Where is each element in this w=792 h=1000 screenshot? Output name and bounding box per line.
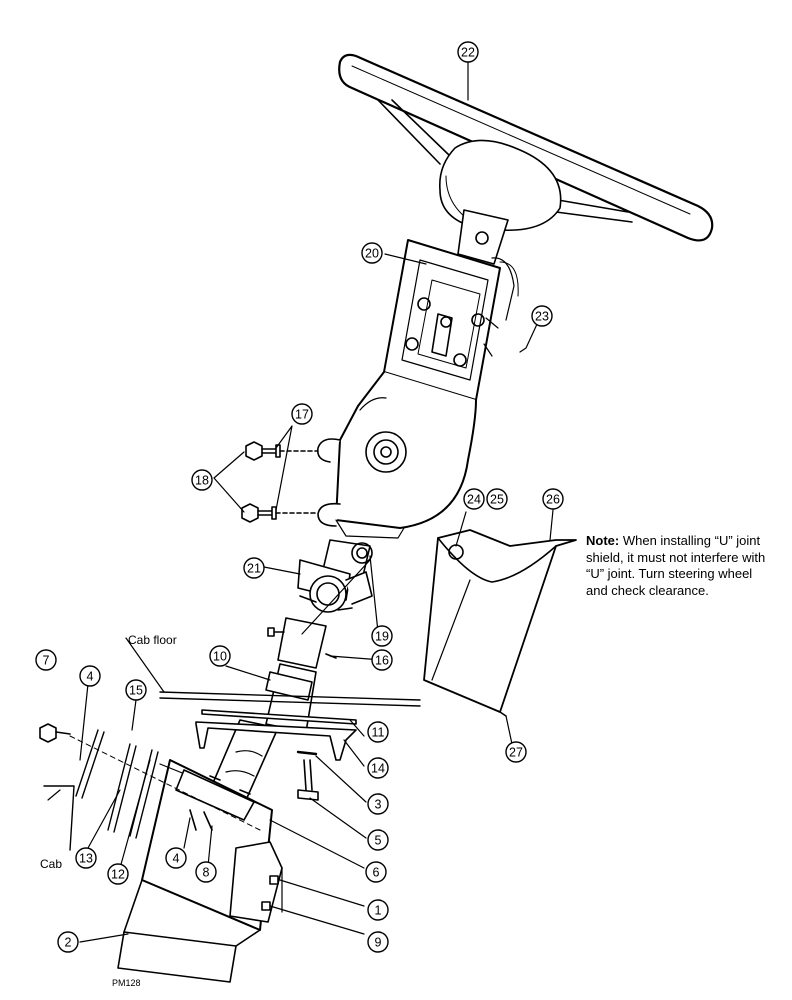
svg-text:22: 22 bbox=[461, 46, 475, 60]
upper-column-housing bbox=[316, 209, 519, 539]
callout-5: 5 bbox=[367, 829, 389, 851]
svg-text:19: 19 bbox=[375, 630, 389, 644]
svg-text:14: 14 bbox=[371, 762, 385, 776]
callout-3: 3 bbox=[367, 793, 389, 815]
note-text: When installing “U” joint shield, it mus… bbox=[586, 533, 766, 598]
callouts: 22 20 23 17 18 24 25 26 21 19 16 10 7 4 … bbox=[35, 41, 564, 953]
callout-21: 21 bbox=[243, 557, 265, 579]
callout-12: 12 bbox=[107, 863, 129, 885]
cab-floor bbox=[159, 691, 421, 707]
callout-7: 7 bbox=[35, 649, 57, 671]
svg-text:1: 1 bbox=[375, 904, 382, 918]
callout-2: 2 bbox=[57, 931, 79, 953]
callout-4-upper: 4 bbox=[79, 665, 101, 687]
svg-text:3: 3 bbox=[375, 798, 382, 812]
callout-14: 14 bbox=[367, 757, 389, 779]
svg-text:16: 16 bbox=[375, 654, 389, 668]
svg-text:15: 15 bbox=[129, 684, 143, 698]
cap-screw bbox=[296, 750, 319, 801]
u-joint bbox=[267, 539, 373, 669]
cab-label: Cab bbox=[40, 857, 62, 871]
u-joint-shield bbox=[423, 529, 577, 717]
svg-text:27: 27 bbox=[509, 746, 523, 760]
svg-text:4: 4 bbox=[87, 670, 94, 684]
mounting-bolts bbox=[241, 441, 319, 523]
svg-text:20: 20 bbox=[365, 247, 379, 261]
callout-25: 25 bbox=[486, 488, 508, 510]
svg-text:17: 17 bbox=[295, 408, 309, 422]
callout-27: 27 bbox=[505, 741, 527, 763]
floor-plate bbox=[195, 709, 357, 761]
callout-22: 22 bbox=[457, 41, 479, 63]
steering-wheel bbox=[338, 53, 714, 242]
installation-note: Note: When installing “U” joint shield, … bbox=[586, 533, 776, 599]
svg-text:7: 7 bbox=[43, 654, 50, 668]
svg-text:4: 4 bbox=[173, 852, 180, 866]
svg-text:6: 6 bbox=[373, 866, 380, 880]
callout-4-lower: 4 bbox=[165, 847, 187, 869]
svg-text:10: 10 bbox=[213, 650, 227, 664]
svg-text:2: 2 bbox=[65, 936, 72, 950]
svg-text:11: 11 bbox=[372, 726, 385, 740]
callout-6: 6 bbox=[365, 861, 387, 883]
note-label: Note: bbox=[586, 533, 620, 548]
callout-23: 23 bbox=[531, 305, 553, 327]
callout-15: 15 bbox=[125, 679, 147, 701]
callout-20: 20 bbox=[361, 242, 383, 264]
svg-text:13: 13 bbox=[79, 852, 93, 866]
callout-26: 26 bbox=[542, 488, 564, 510]
cab-floor-label: Cab floor bbox=[128, 633, 177, 647]
callout-24: 24 bbox=[463, 488, 485, 510]
callout-9: 9 bbox=[367, 931, 389, 953]
svg-text:21: 21 bbox=[247, 562, 261, 576]
svg-text:9: 9 bbox=[375, 936, 382, 950]
callout-13: 13 bbox=[75, 847, 97, 869]
figure-code: PM128 bbox=[112, 978, 141, 988]
svg-text:25: 25 bbox=[490, 493, 504, 507]
callout-17: 17 bbox=[291, 403, 313, 425]
callout-18: 18 bbox=[191, 469, 213, 491]
svg-text:18: 18 bbox=[195, 474, 209, 488]
callout-8: 8 bbox=[195, 861, 217, 883]
callout-10: 10 bbox=[209, 645, 231, 667]
svg-text:23: 23 bbox=[535, 310, 549, 324]
svg-text:8: 8 bbox=[203, 866, 210, 880]
callout-16: 16 bbox=[371, 649, 393, 671]
callout-1: 1 bbox=[367, 899, 389, 921]
svg-text:12: 12 bbox=[111, 868, 125, 882]
svg-text:5: 5 bbox=[375, 834, 382, 848]
svg-text:24: 24 bbox=[467, 493, 481, 507]
cab-wall bbox=[43, 785, 75, 851]
callout-19: 19 bbox=[371, 625, 393, 647]
callout-11: 11 bbox=[367, 721, 389, 743]
svg-text:26: 26 bbox=[546, 493, 560, 507]
steering-valve-body bbox=[117, 759, 283, 983]
